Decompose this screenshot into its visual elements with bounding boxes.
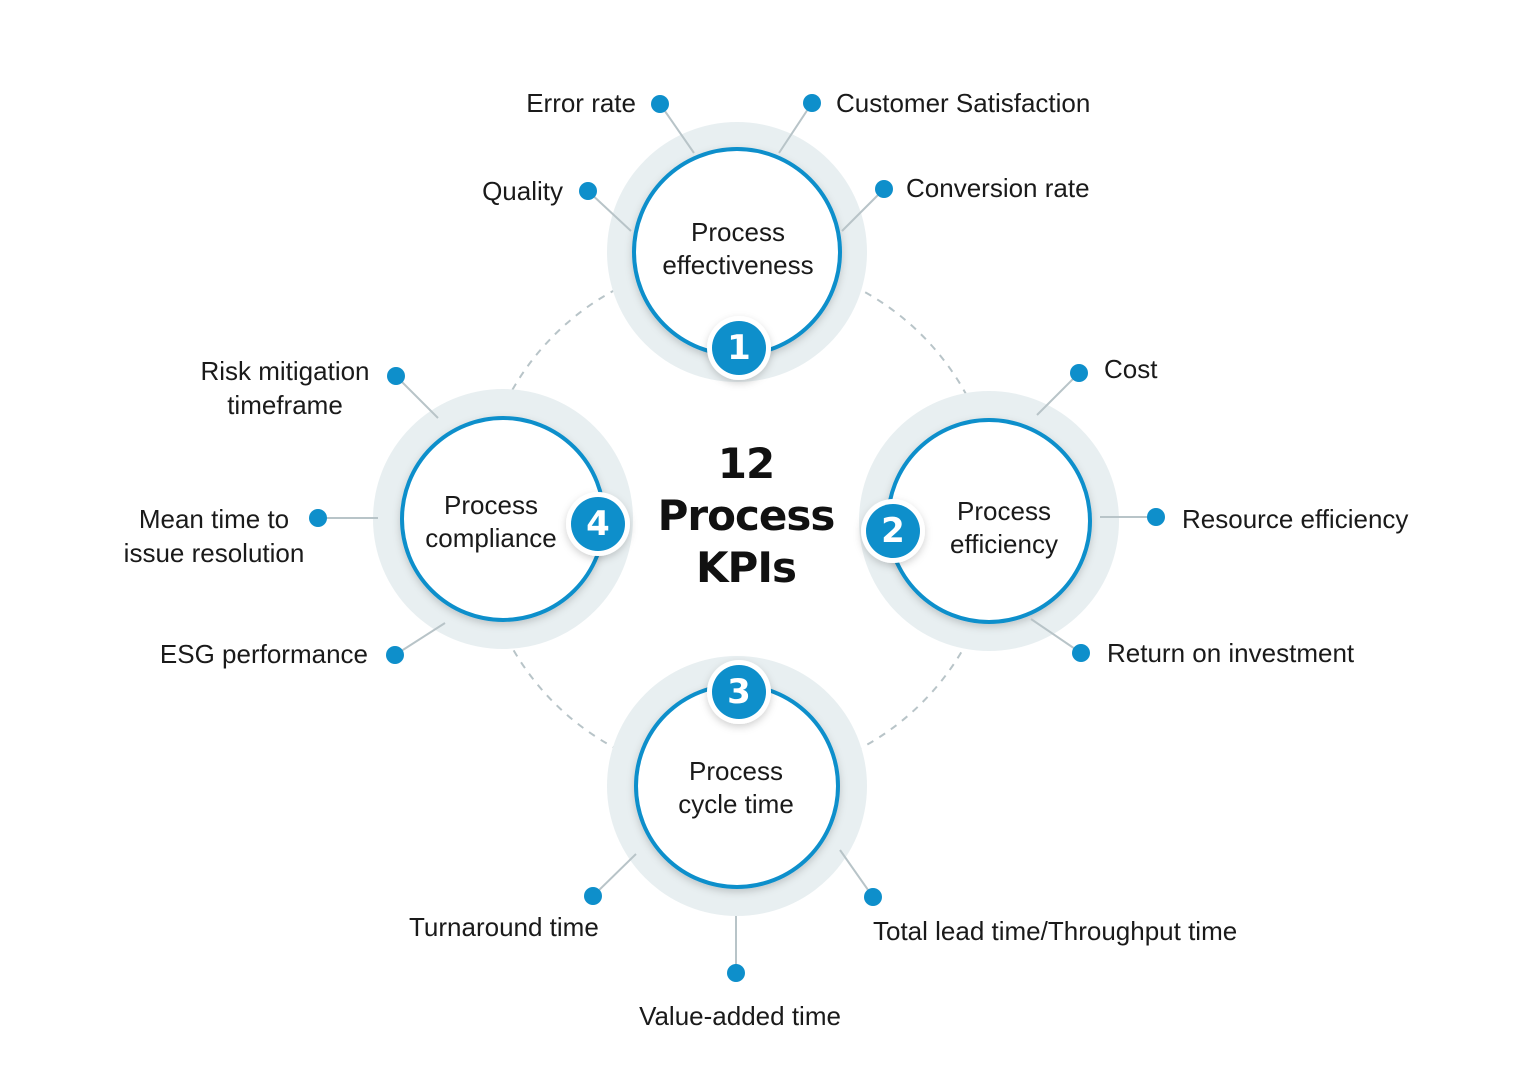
badge-number-2: 2	[881, 511, 905, 551]
category-title-line: efficiency	[950, 529, 1058, 559]
category-title-line: Process	[691, 217, 785, 247]
kpi-mean-time-to-issue-resolution: Mean time to issue resolution	[108, 502, 320, 570]
kpi-quality: Quality	[482, 176, 563, 206]
badge-3	[712, 665, 766, 719]
badge-4	[571, 497, 625, 551]
dot-esg	[386, 646, 404, 664]
category-title-line: compliance	[425, 523, 557, 553]
connector-esg	[394, 622, 446, 656]
kpi-customer-satisfaction: Customer Satisfaction	[836, 88, 1091, 118]
kpi-return-on-investment: Return on investment	[1107, 638, 1355, 668]
dot-conversion-rate	[875, 180, 893, 198]
connector-conversion-rate	[841, 188, 885, 232]
kpi-conversion-rate: Conversion rate	[906, 173, 1090, 203]
kpi-line: Risk mitigation	[200, 356, 370, 386]
badge-number-4: 4	[586, 504, 610, 544]
connector-customer-satisfaction	[778, 102, 813, 154]
category-title-line: effectiveness	[662, 250, 814, 280]
dot-customer-satisfaction	[803, 94, 821, 112]
connector-return-on-investment	[1030, 618, 1082, 654]
kpi-resource-efficiency: Resource efficiency	[1182, 504, 1409, 534]
connector-turnaround-time	[592, 853, 637, 897]
category-title-line: Process	[957, 496, 1051, 526]
badge-1	[712, 321, 766, 375]
category-title-line: cycle time	[678, 789, 794, 819]
kpi-turnaround-time: Turnaround time	[409, 912, 599, 942]
dot-quality	[579, 182, 597, 200]
kpi-value-added-time: Value-added time	[639, 1001, 841, 1031]
center-title-line3: KPIs	[696, 543, 797, 592]
badge-2	[866, 504, 920, 558]
category-title-compliance: Process compliance	[391, 489, 591, 555]
kpi-line: timeframe	[227, 390, 343, 420]
category-title-line: Process	[689, 756, 783, 786]
category-title-cycle-time: Process cycle time	[636, 755, 836, 821]
connector-total-lead-time	[839, 849, 874, 898]
center-title: 12 Process KPIs	[640, 438, 852, 594]
dot-turnaround-time	[584, 887, 602, 905]
kpi-total-lead-time: Total lead time/Throughput time	[873, 916, 1238, 946]
badge-number-1: 1	[727, 328, 751, 368]
kpi-line: Mean time to	[138, 504, 290, 534]
dot-risk-mitigation	[387, 367, 405, 385]
kpi-esg-performance: ESG performance	[159, 639, 368, 669]
dot-total-lead-time	[864, 888, 882, 906]
category-title-effectiveness: Process effectiveness	[638, 216, 838, 282]
kpi-cost: Cost	[1104, 354, 1158, 384]
dot-return-on-investment	[1072, 644, 1090, 662]
kpi-risk-mitigation-timeframe: Risk mitigation timeframe	[180, 354, 390, 422]
center-title-line1: 12	[717, 439, 775, 488]
badge-number-3: 3	[727, 672, 751, 712]
dot-value-added-time	[727, 964, 745, 982]
category-title-line: Process	[444, 490, 538, 520]
center-title-line2: Process	[657, 491, 836, 540]
dot-cost	[1070, 364, 1088, 382]
connector-error-rate	[659, 103, 695, 154]
category-title-efficiency: Process efficiency	[904, 495, 1104, 561]
kpi-error-rate: Error rate	[526, 88, 636, 118]
dot-resource-efficiency	[1147, 508, 1165, 526]
connector-quality	[587, 190, 632, 232]
connector-cost	[1036, 372, 1080, 416]
dot-error-rate	[651, 95, 669, 113]
kpi-line: issue resolution	[123, 538, 305, 568]
dot-mean-time	[309, 509, 327, 527]
connector-risk-mitigation	[395, 375, 439, 419]
